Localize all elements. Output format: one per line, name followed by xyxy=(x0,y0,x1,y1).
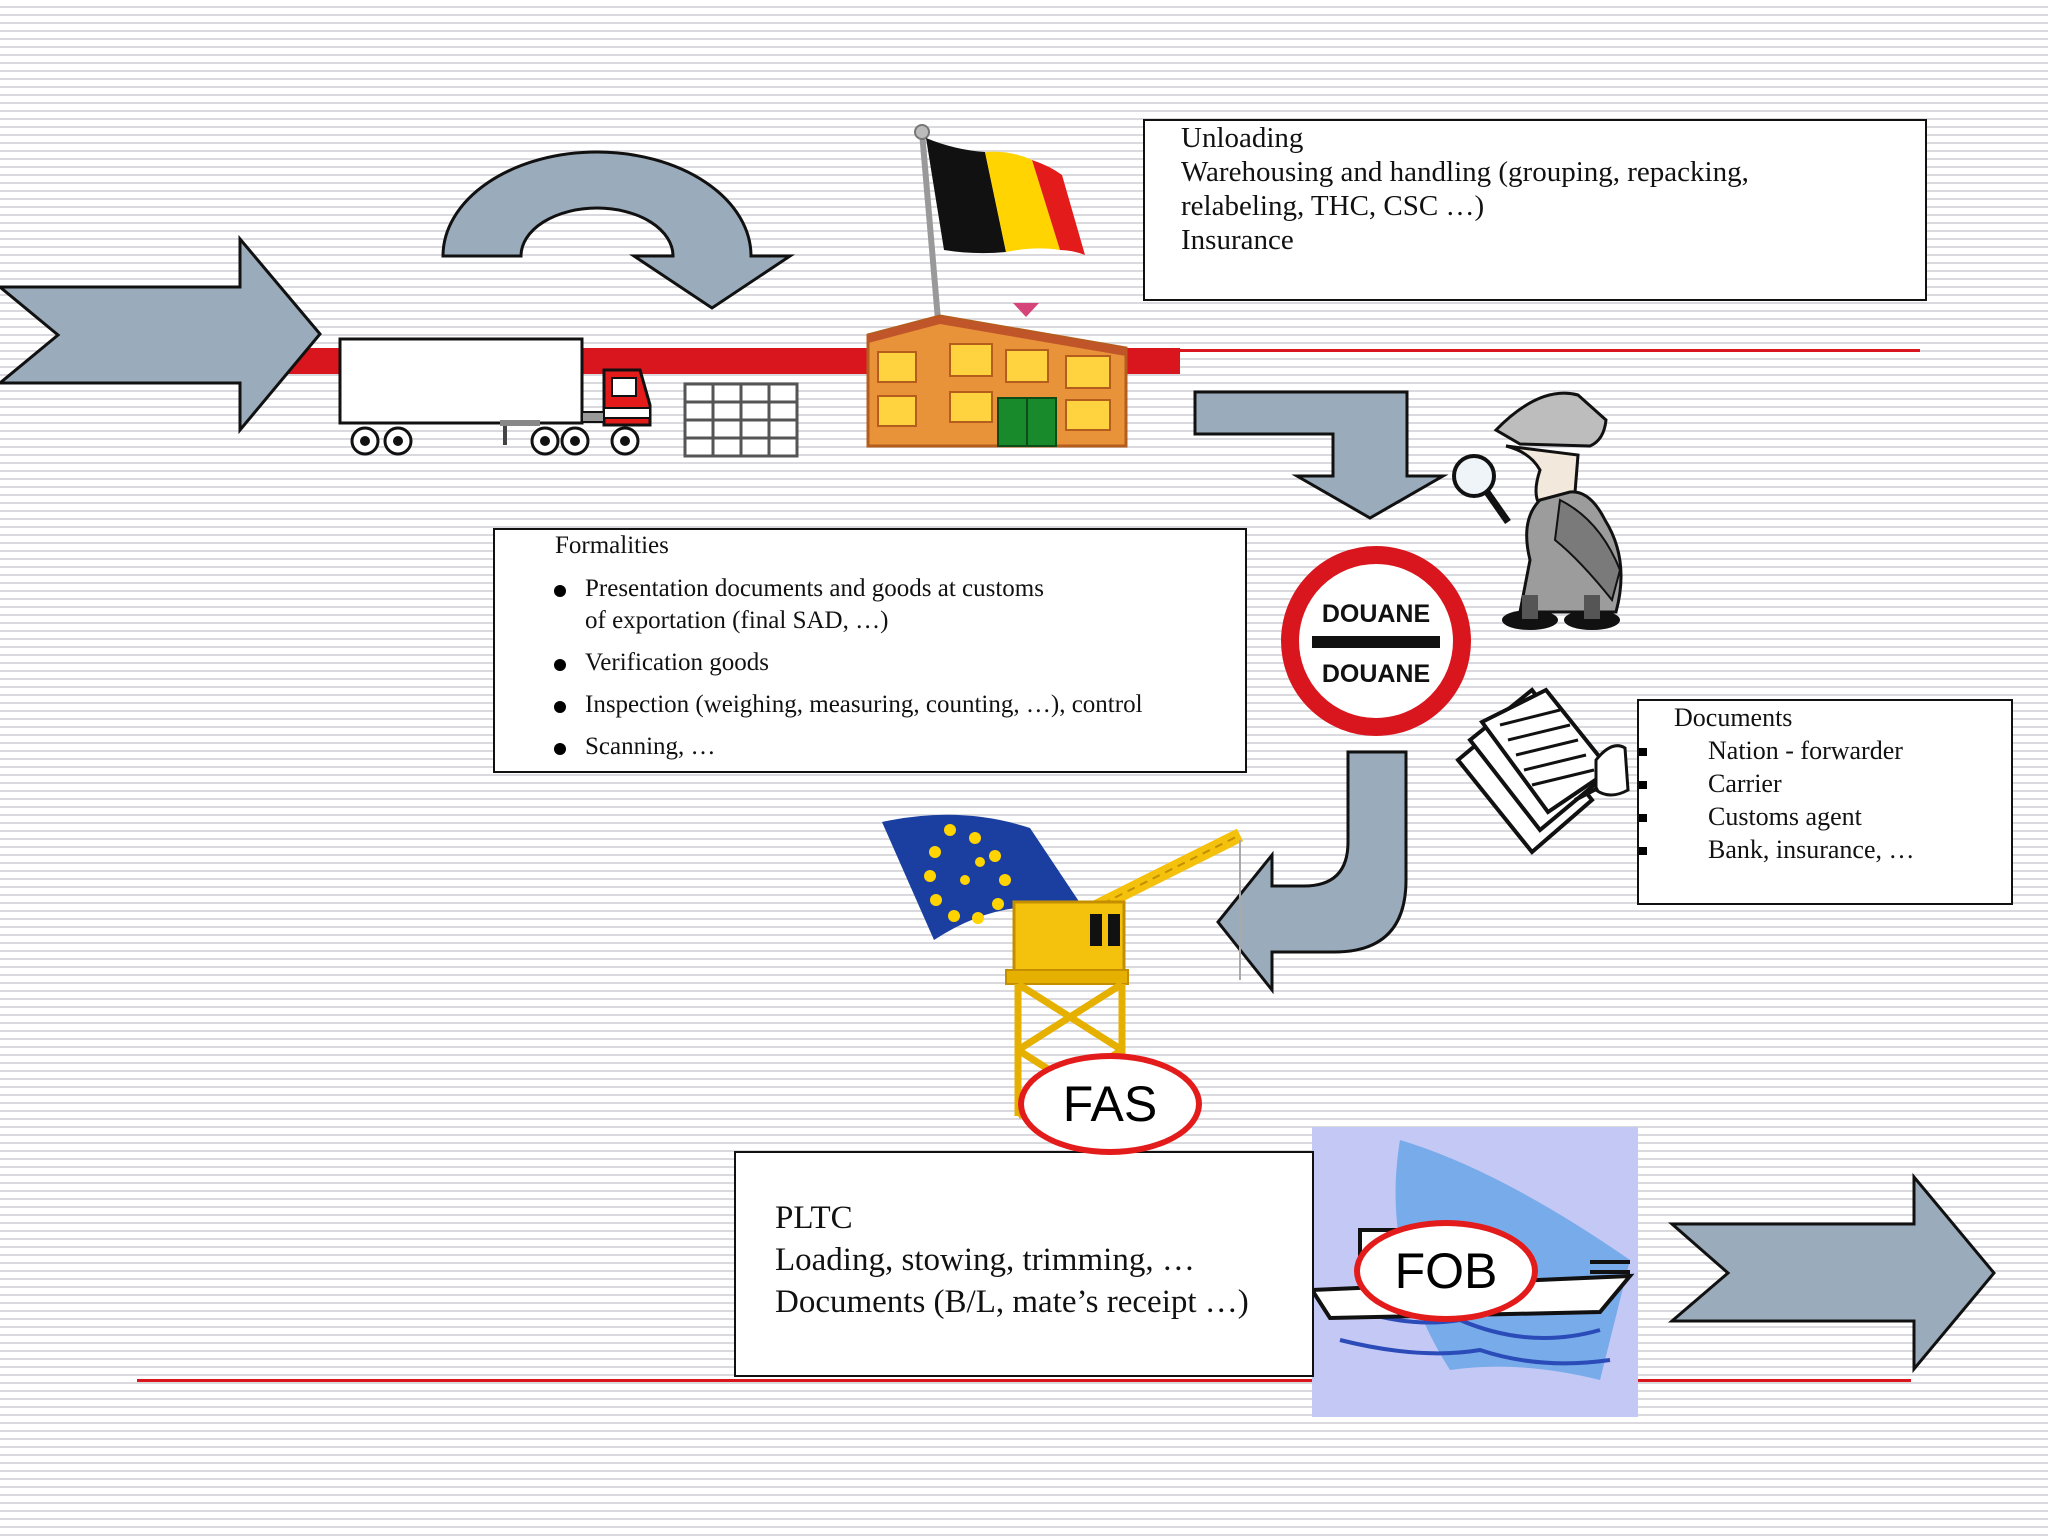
documents-item: Bank, insurance, … xyxy=(1639,833,2011,866)
customs-inspector-icon xyxy=(1452,391,1623,630)
formalities-list: Presentation documents and goods at cust… xyxy=(554,573,1245,763)
documents-list: Nation - forwarder Carrier Customs agent… xyxy=(1639,734,2011,866)
documents-box: Documents Nation - forwarder Carrier Cus… xyxy=(1637,699,2013,905)
formalities-box: Formalities Presentation documents and g… xyxy=(493,528,1247,773)
red-line-bottom xyxy=(137,1379,1911,1382)
formalities-item: Scanning, … xyxy=(554,731,1245,763)
relabeling-line: relabeling, THC, CSC …) xyxy=(1181,190,1485,222)
marker-triangle xyxy=(1013,303,1039,317)
truck-icon xyxy=(338,337,652,456)
pltc-box: PLTC Loading, stowing, trimming, … Docum… xyxy=(734,1151,1314,1377)
curved-arrow-top xyxy=(441,150,795,310)
fas-label: FAS xyxy=(1018,1053,1202,1155)
j-arrow-down-left xyxy=(1216,750,1408,995)
documents-item: Customs agent xyxy=(1639,800,2011,833)
customs-sign-icon: DOUANE DOUANE xyxy=(1281,546,1471,736)
unloading-box: Unloading Warehousing and handling (grou… xyxy=(1143,119,1927,301)
document-signing-icon xyxy=(1455,687,1630,855)
red-line-upper-thin xyxy=(1180,349,1920,352)
elbow-arrow-down xyxy=(1193,390,1449,520)
loading-line: Loading, stowing, trimming, … xyxy=(775,1242,1195,1278)
left-arrow xyxy=(0,234,322,435)
insurance-line: Insurance xyxy=(1181,224,1294,256)
eu-flag-icon xyxy=(882,814,1088,940)
documents-bl-line: Documents (B/L, mate’s receipt …) xyxy=(775,1284,1249,1320)
documents-title: Documents xyxy=(1674,703,1793,732)
unloading-line: Unloading xyxy=(1181,122,1304,154)
documents-item: Carrier xyxy=(1639,767,2011,800)
formalities-item: Presentation documents and goods at cust… xyxy=(554,573,1245,637)
customs-sign-top-text: DOUANE xyxy=(1322,600,1430,628)
formalities-item: Verification goods xyxy=(554,647,1245,679)
documents-item: Nation - forwarder xyxy=(1639,734,2011,767)
belgium-flag-icon xyxy=(914,124,1085,321)
customs-sign-bottom-text: DOUANE xyxy=(1322,660,1430,688)
fob-label: FOB xyxy=(1354,1220,1538,1322)
pltc-title: PLTC xyxy=(775,1200,853,1236)
pallet-icon xyxy=(683,382,799,458)
formalities-item: Inspection (weighing, measuring, countin… xyxy=(554,689,1245,721)
warehousing-line: Warehousing and handling (grouping, repa… xyxy=(1181,156,1749,188)
formalities-title: Formalities xyxy=(555,532,669,559)
crane-icon xyxy=(1005,828,1244,1119)
warehouse-icon xyxy=(866,314,1128,448)
right-arrow xyxy=(1667,1172,1996,1374)
